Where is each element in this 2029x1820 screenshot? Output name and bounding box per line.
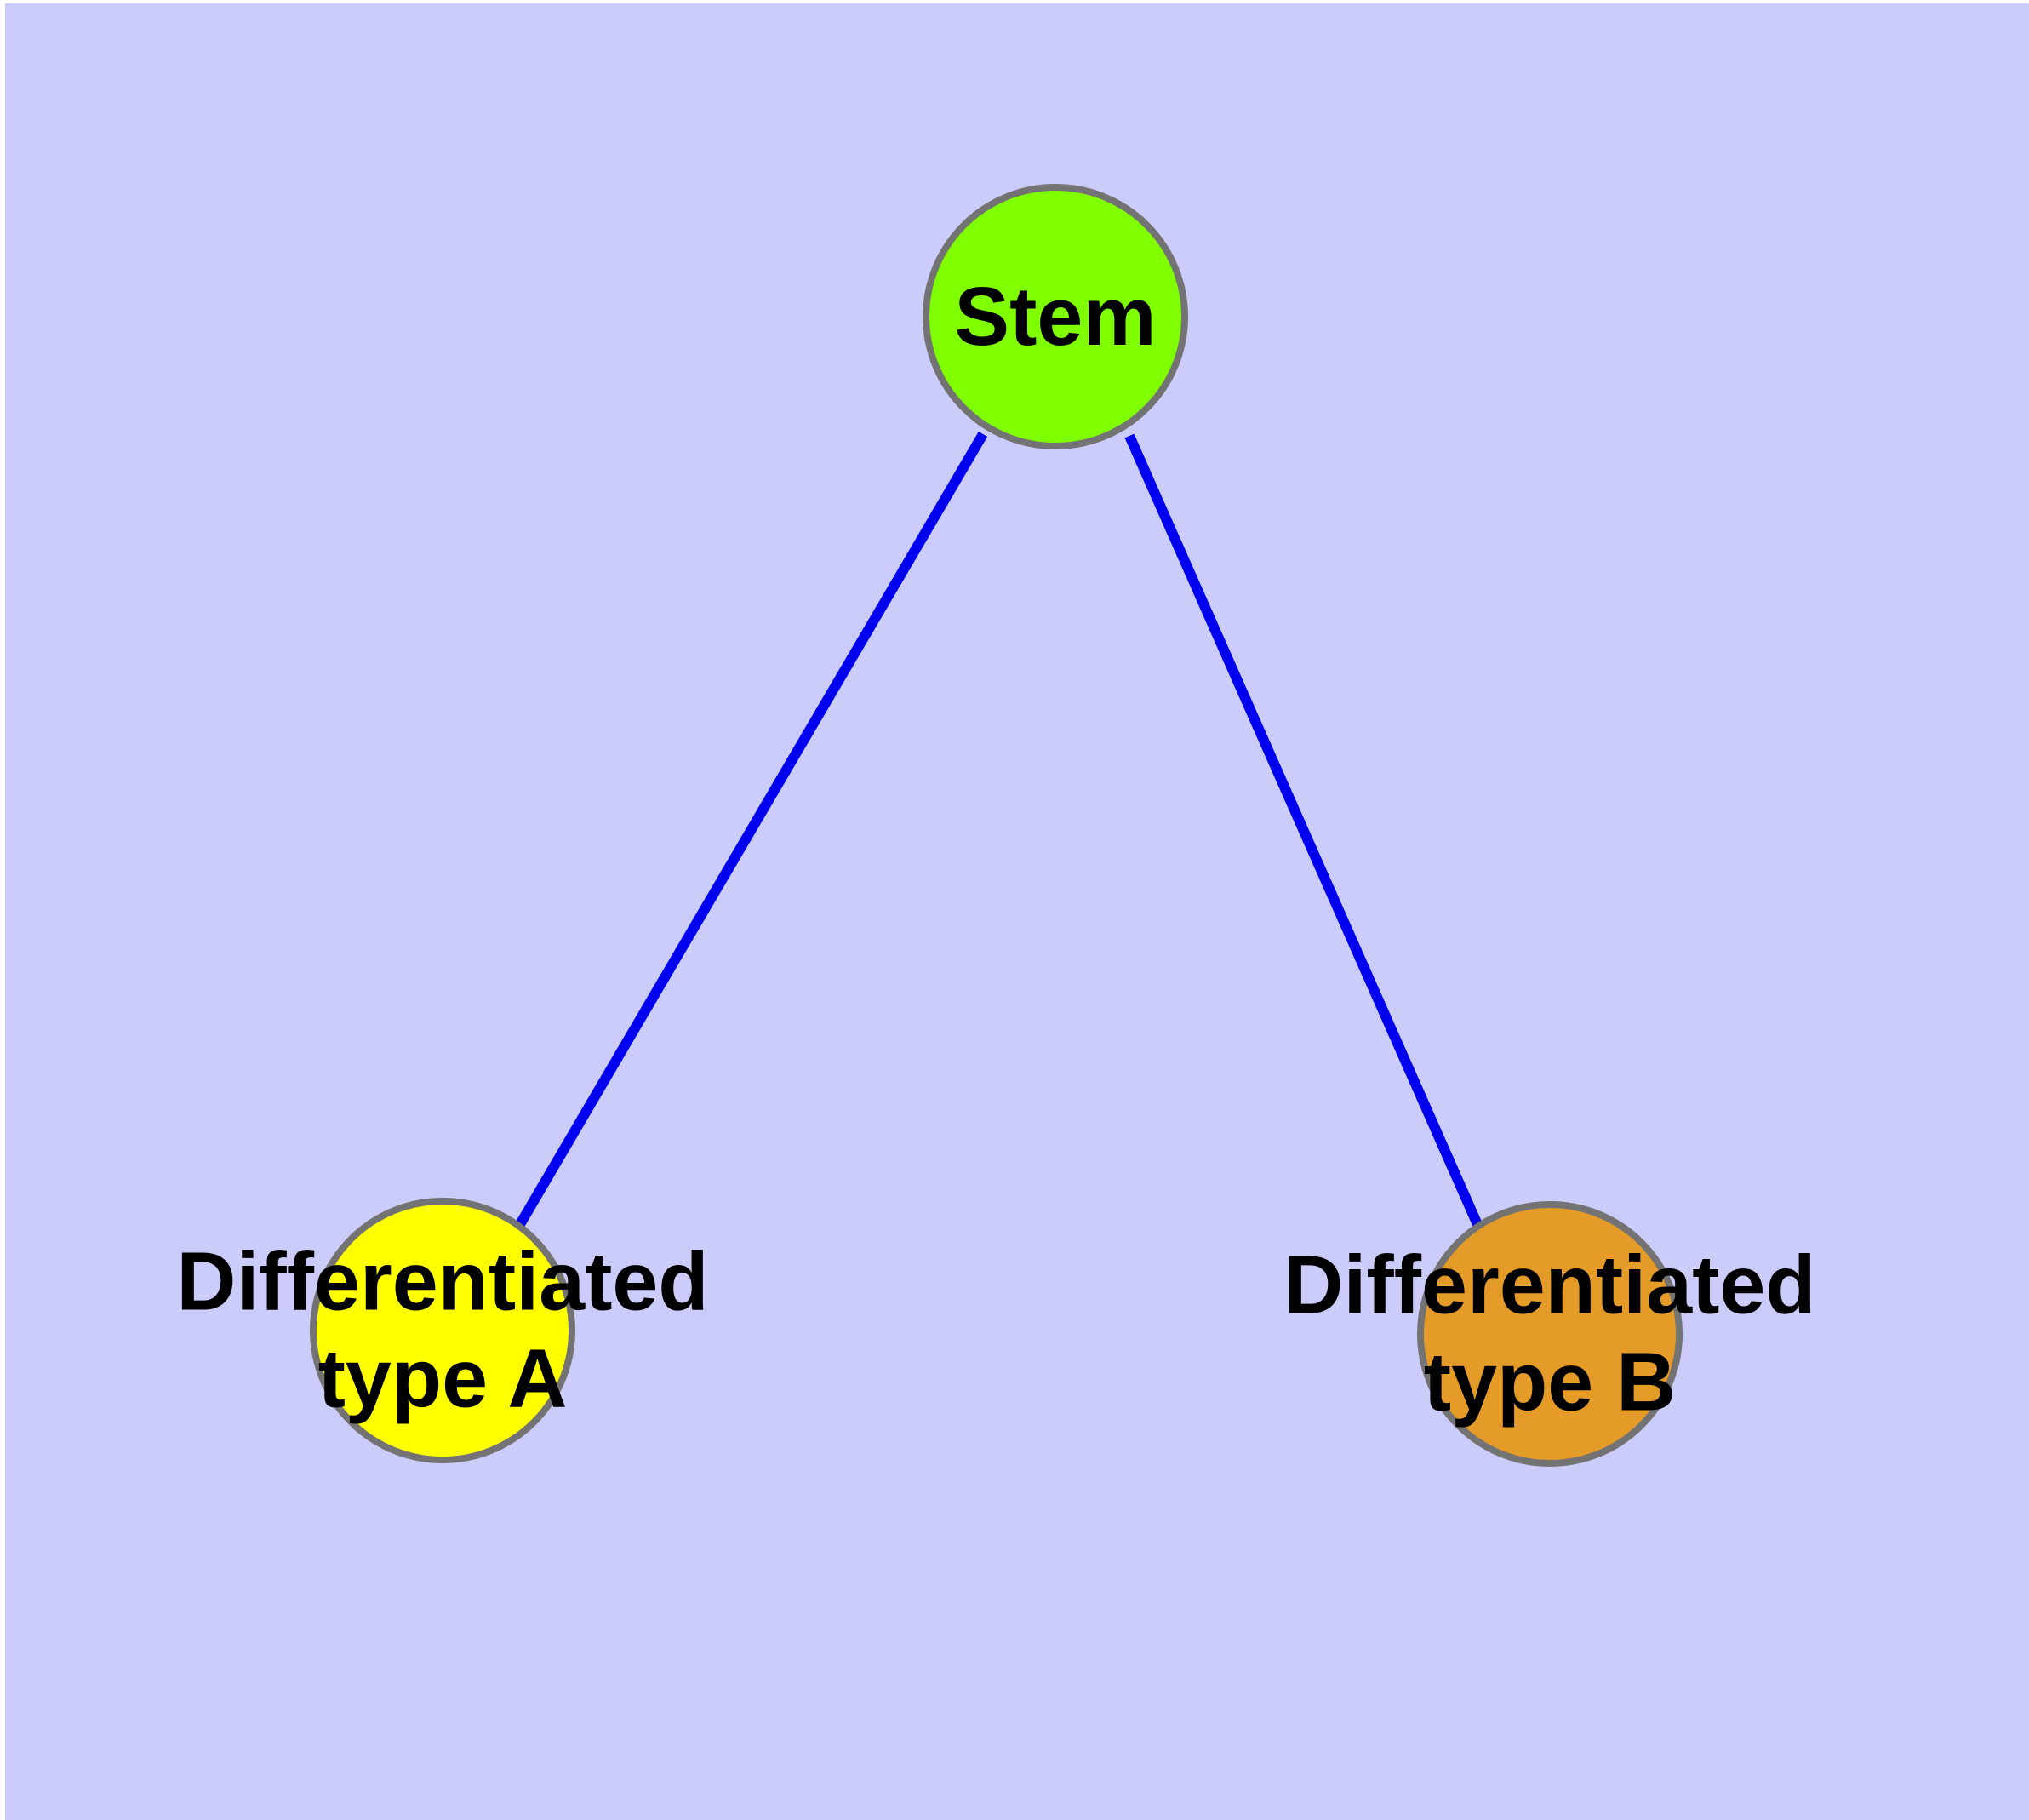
node-diff-a[interactable] (310, 1198, 575, 1463)
node-diff-b[interactable] (1417, 1201, 1683, 1467)
edge-stem-to-diff-b[interactable] (1124, 433, 1484, 1231)
edge-stem-to-diff-a[interactable] (514, 431, 988, 1229)
node-stem[interactable] (923, 184, 1188, 449)
